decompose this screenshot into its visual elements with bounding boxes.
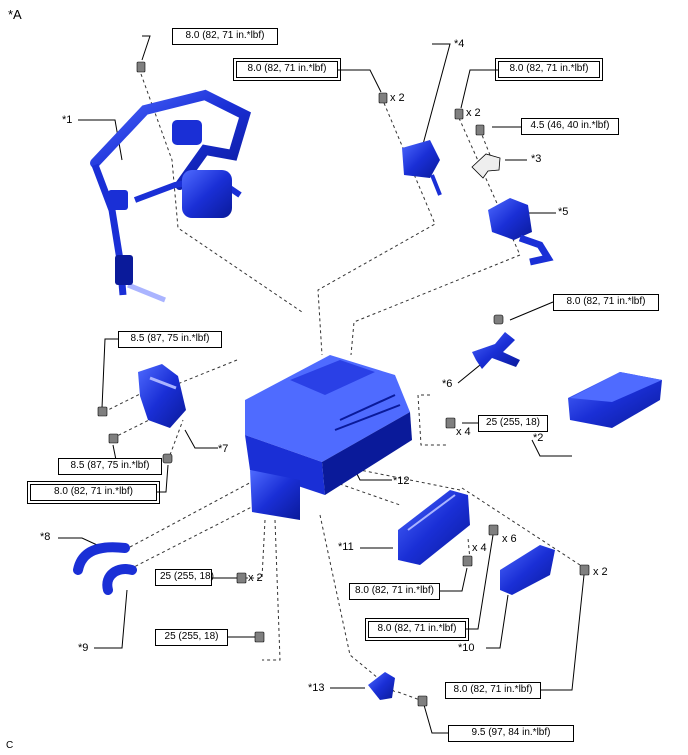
qty-part-10: x 2 [593,566,608,578]
qty-right-top: x 2 [466,107,481,119]
cover-part-2 [568,372,662,428]
callout-1: *1 [62,114,73,126]
torque-box-top-right: 8.0 (82, 71 in.*lbf) [495,58,603,81]
bracket-part-7 [138,364,186,428]
torque-box-9-5: 9.5 (97, 84 in.*lbf) [448,725,574,742]
torque-box-8-5-lower: 8.5 (87, 75 in.*lbf) [58,458,162,475]
qty-mid-25: x 2 [248,572,263,584]
torque-box-8-0-mid: 8.0 (82, 71 in.*lbf) [349,583,440,600]
block-part-10 [500,545,555,595]
torque-box-top-left: 8.0 (82, 71 in.*lbf) [172,28,278,45]
board-part-11 [398,490,470,565]
callout-4: *4 [454,38,465,50]
bolts [97,61,590,707]
leader-lines [58,35,585,734]
torque-box-left-8-0: 8.0 (82, 71 in.*lbf) [27,481,160,504]
callout-10: *10 [458,642,475,654]
connector-part-5 [488,198,554,266]
callout-3: *3 [531,153,542,165]
torque-box-8-5-upper: 8.5 (87, 75 in.*lbf) [118,331,222,348]
bracket-part-13 [368,672,395,700]
torque-box-25-mid: 25 (255, 18) [155,569,214,586]
callout-11: *11 [338,541,354,553]
qty-right-25: x 4 [456,426,471,438]
torque-box-top-mid: 8.0 (82, 71 in.*lbf) [233,58,341,81]
qty-mid-top: x 2 [390,92,405,104]
callout-5: *5 [558,206,569,218]
callout-8: *8 [40,531,51,543]
torque-box-8-0-low-right: 8.0 (82, 71 in.*lbf) [445,682,541,699]
hose-part-8 [73,542,130,575]
torque-box-8-0-boxed-low: 8.0 (82, 71 in.*lbf) [365,618,469,641]
callout-13: *13 [308,682,325,694]
qty-x6: x 6 [502,533,517,545]
callout-9: *9 [78,642,89,654]
connector-part-4 [402,140,442,196]
bracket-part-6 [472,332,520,369]
callout-7: *7 [218,443,229,455]
wire-harness-part-1 [90,89,251,303]
torque-box-25-low: 25 (255, 18) [155,629,228,646]
corner-code: C [6,740,14,751]
torque-box-25-right: 25 (255, 18) [478,415,548,432]
callout-2: *2 [533,432,544,444]
inverter-part-12 [245,355,412,520]
callout-6: *6 [442,378,453,390]
view-label: *A [8,7,22,22]
callout-12: *12 [393,475,410,487]
torque-box-4-5: 4.5 (46, 40 in.*lbf) [521,118,619,135]
bracket-part-3 [471,153,501,179]
qty-part-11: x 4 [472,542,487,554]
hose-part-9 [102,564,137,595]
torque-box-bracket-6: 8.0 (82, 71 in.*lbf) [553,294,659,311]
